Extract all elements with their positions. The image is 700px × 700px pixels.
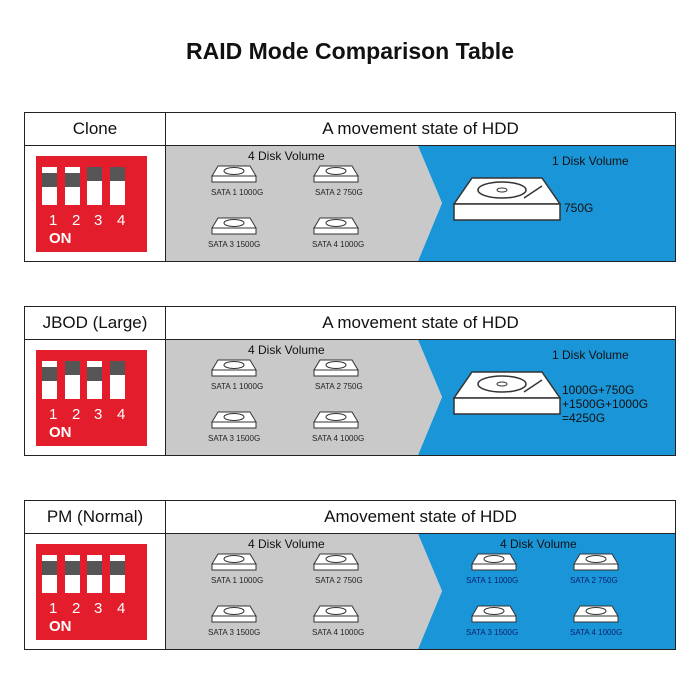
state-header: A movement state of HDD <box>322 119 519 138</box>
target-volume-title: 4 Disk Volume <box>500 537 577 551</box>
clone-table: Clone A movement state of HDD 1 2 3 4 ON <box>24 112 676 262</box>
switch-number-1: 1 <box>49 600 58 617</box>
switch-number-2: 2 <box>72 406 81 423</box>
disk-label: SATA 4 1000G <box>312 434 365 443</box>
hard-disk-icon <box>573 553 619 571</box>
hard-disk-icon <box>211 165 257 183</box>
target-volume-title: 1 Disk Volume <box>552 348 629 362</box>
hard-disk-icon <box>313 605 359 623</box>
disk-label: SATA 1 1000G <box>211 382 264 391</box>
target-capacity-line-3: =4250G <box>562 411 606 425</box>
dip-switch-icon <box>36 350 147 446</box>
disk-label: SATA 3 1500G <box>208 434 261 443</box>
dip-switch-cell: 1 2 3 4 ON <box>25 340 166 455</box>
disk-label: SATA 1 1000G <box>211 576 264 585</box>
mode-label: Clone <box>25 113 166 145</box>
dip-switch-cell: 1 2 3 4 ON <box>25 146 166 261</box>
hdd-movement-diagram: 4 Disk Volume SATA 1 1000G SATA 2 750G S… <box>166 340 675 455</box>
switch-on-label: ON <box>49 424 72 441</box>
state-header: Amovement state of HDD <box>324 507 517 526</box>
disk-label: SATA 2 750G <box>315 576 363 585</box>
target-capacity: 750G <box>564 201 594 215</box>
switch-on-label: ON <box>49 618 72 635</box>
switch-number-2: 2 <box>72 600 81 617</box>
hdd-movement-diagram: 4 Disk Volume SATA 1 1000G SATA 2 750G S… <box>166 146 675 261</box>
hard-disk-icon <box>313 217 359 235</box>
switch-number-2: 2 <box>72 212 81 229</box>
dip-switch-icon <box>36 544 147 640</box>
source-volume-title: 4 Disk Volume <box>248 537 325 551</box>
disk-label: SATA 2 750G <box>315 382 363 391</box>
dip-switch-cell: 1 2 3 4 ON <box>25 534 166 649</box>
table-header-row: PM (Normal) Amovement state of HDD <box>25 501 675 534</box>
hard-disk-icon <box>471 553 517 571</box>
hdd-movement-diagram: 4 Disk Volume SATA 1 1000G SATA 2 750G S… <box>166 534 675 649</box>
disk-label: SATA 2 750G <box>315 188 363 197</box>
disk-label: SATA 4 1000G <box>312 628 365 637</box>
arrow-shape <box>418 534 675 649</box>
switch-number-4: 4 <box>117 212 126 229</box>
switch-number-1: 1 <box>49 212 58 229</box>
mode-label: PM (Normal) <box>25 501 166 533</box>
hard-disk-icon <box>313 165 359 183</box>
pm-table: PM (Normal) Amovement state of HDD 1 2 3… <box>24 500 676 650</box>
switch-number-3: 3 <box>94 406 103 423</box>
jbod-table: JBOD (Large) A movement state of HDD 1 2… <box>24 306 676 456</box>
disk-label: SATA 2 750G <box>570 576 618 585</box>
hard-disk-icon <box>211 217 257 235</box>
table-header-row: Clone A movement state of HDD <box>25 113 675 146</box>
hard-disk-icon <box>211 411 257 429</box>
source-volume-title: 4 Disk Volume <box>248 149 325 163</box>
page-title: RAID Mode Comparison Table <box>186 38 514 64</box>
disk-label: SATA 3 1500G <box>466 628 519 637</box>
switch-on-label: ON <box>49 230 72 247</box>
table-header-row: JBOD (Large) A movement state of HDD <box>25 307 675 340</box>
hard-disk-icon <box>313 553 359 571</box>
disk-label: SATA 4 1000G <box>570 628 623 637</box>
target-capacity-line-2: +1500G+1000G <box>562 397 649 411</box>
hard-disk-icon <box>211 359 257 377</box>
disk-label: SATA 3 1500G <box>208 240 261 249</box>
hard-disk-icon <box>313 359 359 377</box>
disk-label: SATA 1 1000G <box>466 576 519 585</box>
hard-disk-icon <box>211 553 257 571</box>
switch-number-3: 3 <box>94 212 103 229</box>
hard-disk-icon <box>471 605 517 623</box>
hard-disk-icon <box>573 605 619 623</box>
switch-number-3: 3 <box>94 600 103 617</box>
disk-label: SATA 3 1500G <box>208 628 261 637</box>
source-volume-title: 4 Disk Volume <box>248 343 325 357</box>
disk-label: SATA 4 1000G <box>312 240 365 249</box>
switch-number-1: 1 <box>49 406 58 423</box>
target-volume-title: 1 Disk Volume <box>552 154 629 168</box>
hard-disk-icon <box>313 411 359 429</box>
disk-label: SATA 1 1000G <box>211 188 264 197</box>
switch-number-4: 4 <box>117 406 126 423</box>
target-capacity-line-1: 1000G+750G <box>562 383 635 397</box>
mode-label: JBOD (Large) <box>25 307 166 339</box>
dip-switch-icon <box>36 156 147 252</box>
hard-disk-icon <box>211 605 257 623</box>
switch-number-4: 4 <box>117 600 126 617</box>
hard-disk-icon <box>452 177 562 221</box>
hard-disk-icon <box>452 371 562 415</box>
state-header: A movement state of HDD <box>322 313 519 332</box>
